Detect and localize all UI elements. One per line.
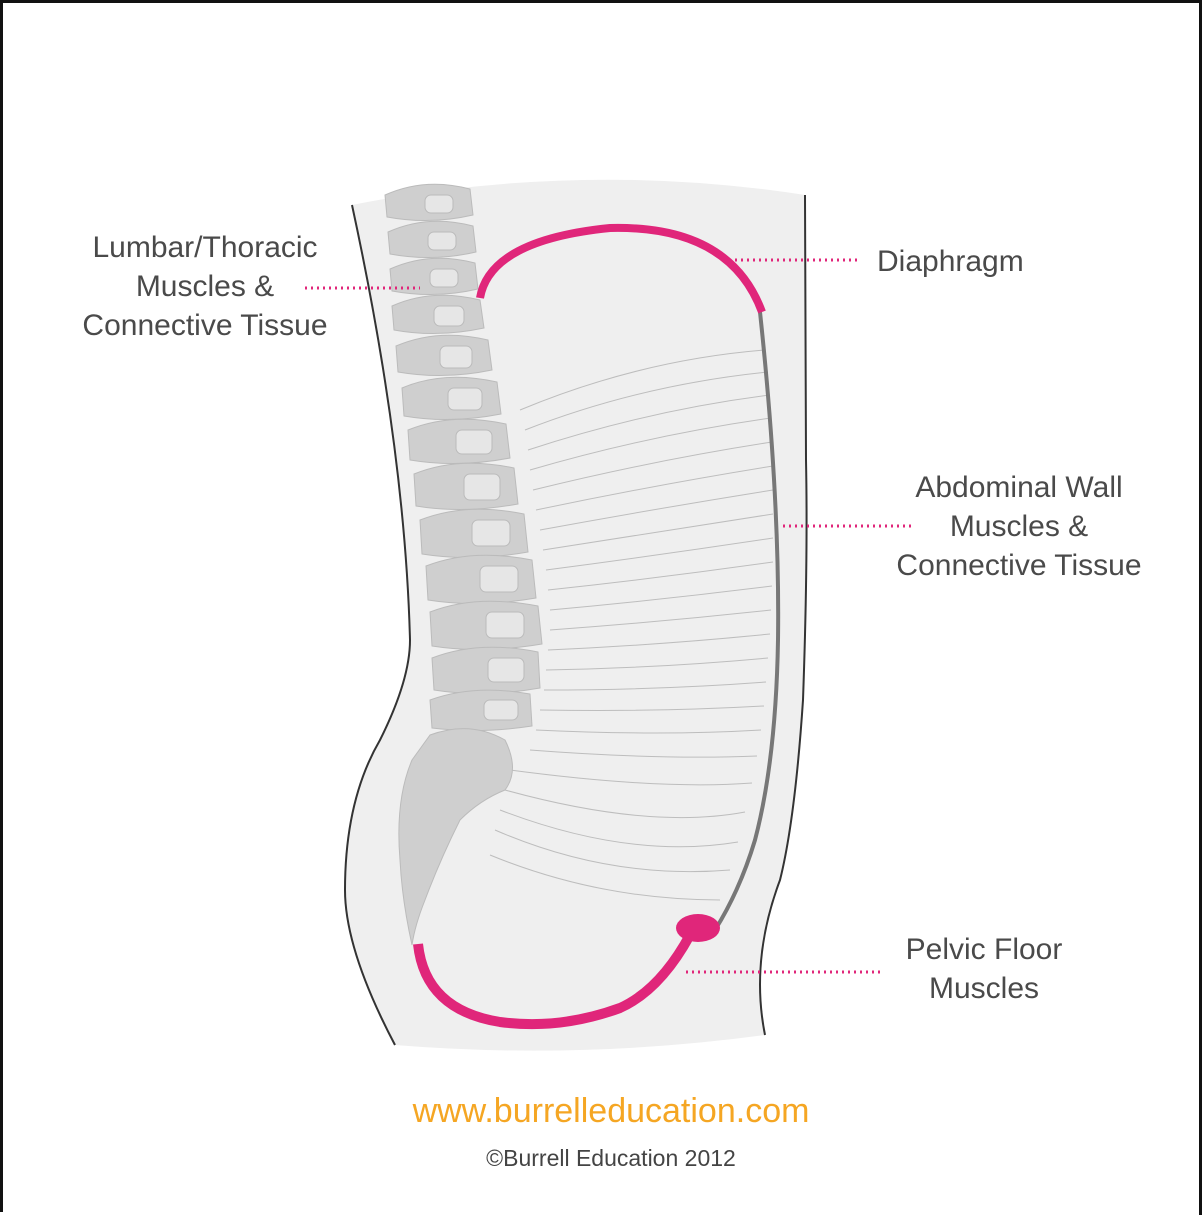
pelvic-floor-node <box>676 914 720 942</box>
label-diaphragm-line-1: Diaphragm <box>877 242 1024 281</box>
label-abdominal-wall: Abdominal Wall Muscles & Connective Tiss… <box>866 468 1172 585</box>
label-pelvic-floor: Pelvic Floor Muscles <box>870 930 1098 1008</box>
label-abdominal-line-1: Abdominal Wall <box>866 468 1172 507</box>
label-pelvic-line-2: Muscles <box>870 969 1098 1008</box>
label-lumbar-line-2: Muscles & <box>40 267 370 306</box>
label-abdominal-line-2: Muscles & <box>866 507 1172 546</box>
label-diaphragm: Diaphragm <box>877 242 1024 281</box>
label-abdominal-line-3: Connective Tissue <box>866 546 1172 585</box>
label-pelvic-line-1: Pelvic Floor <box>870 930 1098 969</box>
website-link[interactable]: www.burrelleducation.com <box>0 1092 1202 1131</box>
label-lumbar-thoracic: Lumbar/Thoracic Muscles & Connective Tis… <box>40 228 370 345</box>
label-lumbar-line-3: Connective Tissue <box>40 306 370 345</box>
copyright-text: ©Burrell Education 2012 <box>0 1145 1202 1172</box>
label-lumbar-line-1: Lumbar/Thoracic <box>40 228 370 267</box>
